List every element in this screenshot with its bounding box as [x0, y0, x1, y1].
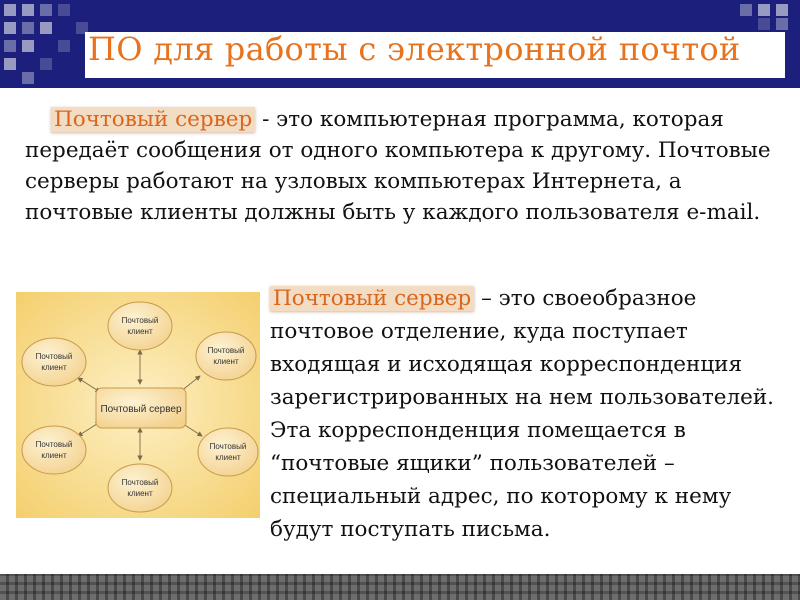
decor-square	[4, 22, 16, 34]
term-highlight: Почтовый сервер	[270, 286, 475, 311]
decor-square	[40, 4, 52, 16]
client-label: клиент	[215, 453, 241, 462]
client-label: клиент	[127, 489, 153, 498]
client-label: Почтовый	[122, 316, 159, 325]
client-label: Почтовый	[122, 478, 159, 487]
decor-square	[776, 4, 788, 16]
client-node-right-top: Почтовый клиент	[195, 331, 257, 381]
decor-square	[22, 22, 34, 34]
title-backdrop	[85, 32, 785, 78]
decor-square	[40, 58, 52, 70]
client-label: Почтовый	[210, 442, 247, 451]
client-label: Почтовый	[36, 440, 73, 449]
decor-square	[4, 4, 16, 16]
client-node-right-bottom: Почтовый клиент	[197, 427, 259, 477]
server-node: Почтовый сервер	[95, 387, 187, 429]
mail-server-diagram: Почтовый сервер Почтовый клиент Почтовый…	[16, 292, 260, 518]
decor-square	[22, 4, 34, 16]
client-label: клиент	[41, 451, 67, 460]
decor-square	[758, 4, 770, 16]
decor-square	[740, 4, 752, 16]
definition-paragraph: Почтовый сервер - это компьютерная прогр…	[25, 104, 780, 228]
term-highlight: Почтовый сервер	[51, 107, 256, 132]
slide-title: ПО для работы с электронной почтой	[88, 30, 741, 68]
decor-square	[58, 4, 70, 16]
description-text: – это своеобразное почтовое отделение, к…	[270, 286, 775, 542]
client-label: Почтовый	[36, 352, 73, 361]
client-label: Почтовый	[208, 346, 245, 355]
decor-square	[22, 40, 34, 52]
footer-band	[0, 574, 800, 600]
client-label: клиент	[41, 363, 67, 372]
decor-square	[76, 22, 88, 34]
decor-square	[4, 40, 16, 52]
client-node-top: Почтовый клиент	[107, 301, 173, 351]
client-label: клиент	[127, 327, 153, 336]
decor-square	[58, 40, 70, 52]
client-node-left-top: Почтовый клиент	[21, 337, 87, 387]
client-node-bottom: Почтовый клиент	[107, 463, 173, 513]
decor-square	[758, 18, 770, 30]
decor-square	[22, 72, 34, 84]
client-node-left-bottom: Почтовый клиент	[21, 425, 87, 475]
server-label: Почтовый сервер	[100, 404, 182, 415]
description-paragraph: Почтовый сервер – это своеобразное почто…	[270, 282, 790, 546]
client-label: клиент	[213, 357, 239, 366]
decor-square	[776, 18, 788, 30]
decor-square	[40, 22, 52, 34]
definition-text: - это компьютерная программа, которая пе…	[25, 107, 771, 225]
decor-square	[4, 58, 16, 70]
